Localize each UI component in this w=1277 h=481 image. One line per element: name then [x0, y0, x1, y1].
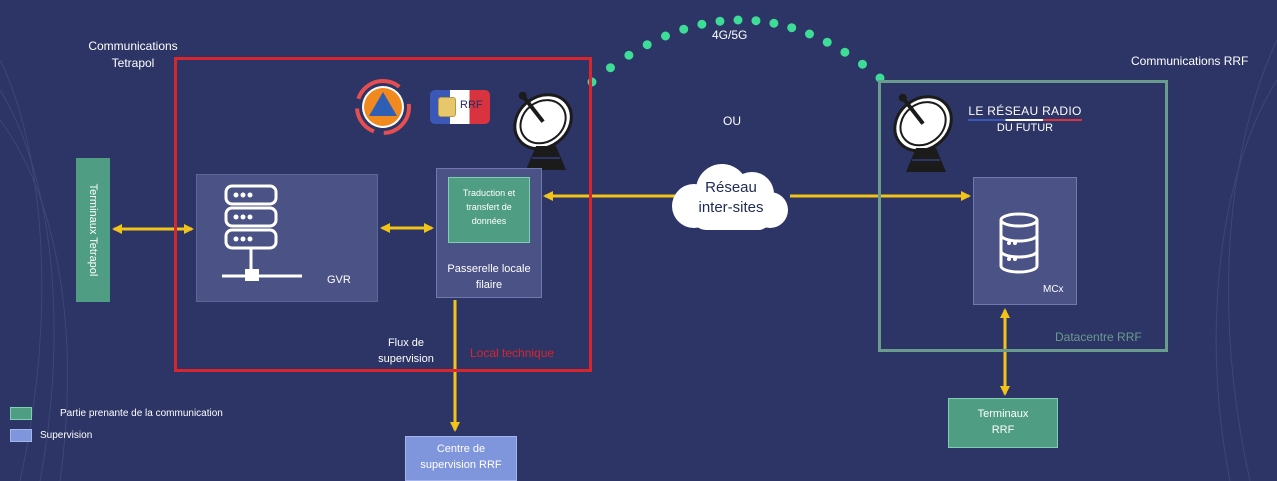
wireless-dot: [840, 47, 850, 57]
local-technique-frame: [174, 57, 592, 372]
terminaux-rrf-box: Terminaux RRF: [948, 398, 1058, 448]
gvr-label: GVR: [327, 274, 351, 286]
satellite-dish-icon: [513, 91, 573, 170]
local-technique-label: Local technique: [470, 346, 555, 360]
civil-protection-logo: [355, 79, 411, 135]
datacentre-frame: [878, 80, 1168, 352]
rrf-logo-stripe: [968, 119, 1082, 121]
legend-swatch-communication: [10, 406, 32, 420]
reseau-inter-sites-label: Réseau inter-sites: [698, 179, 764, 217]
legend: Partie prenante de la communication Supe…: [10, 404, 223, 444]
sim-card-icon: RRF: [430, 90, 490, 124]
server-stack-icon: [222, 184, 302, 281]
terminaux-tetrapol-box: Terminaux Tetrapol: [76, 158, 110, 302]
mcx-label: MCx: [1043, 284, 1064, 295]
legend-item: Supervision: [10, 426, 223, 444]
satellite-dish-icon: [893, 93, 953, 172]
link-4g5g-label: 4G/5G: [712, 28, 748, 42]
traduction-box: Traduction et transfert de données: [448, 177, 530, 243]
wireless-dot: [679, 24, 689, 34]
legend-label-communication: Partie prenante de la communication: [60, 407, 223, 419]
rrf-logo: LE RÉSEAU RADIO DU FUTUR: [966, 104, 1084, 134]
wireless-dot: [822, 37, 832, 47]
legend-label-supervision: Supervision: [40, 429, 93, 441]
wireless-dot: [805, 29, 814, 39]
centre-supervision-box: Centre de supervision RRF: [405, 436, 517, 481]
ou-label: OU: [723, 114, 741, 128]
wireless-dot: [733, 15, 743, 25]
wireless-dot: [769, 18, 779, 28]
wireless-dot: [697, 19, 707, 29]
wireless-dot: [605, 63, 615, 73]
cloud-icon: [672, 164, 788, 230]
wireless-dot: [787, 23, 797, 33]
rrf-logo-line1: LE RÉSEAU RADIO: [968, 104, 1082, 118]
communications-rrf-label: Communications RRF: [1131, 54, 1249, 68]
terminaux-tetrapol-label: Terminaux Tetrapol: [87, 183, 99, 277]
wireless-dot: [642, 40, 652, 50]
database-icon: [999, 212, 1039, 274]
wireless-dot: [624, 50, 634, 60]
flux-supervision-label: Flux de supervision: [378, 337, 434, 365]
legend-swatch-supervision: [10, 428, 32, 442]
legend-item: Partie prenante de la communication: [10, 404, 223, 422]
rrf-logo-line2: DU FUTUR: [996, 122, 1054, 134]
wireless-dot: [751, 16, 761, 26]
wireless-dot: [715, 16, 725, 26]
communications-tetrapol-label: Communications Tetrapol: [88, 39, 178, 71]
passerelle-label: Passerelle locale filaire: [447, 263, 531, 291]
datacentre-label: Datacentre RRF: [1055, 330, 1142, 344]
wireless-dot: [661, 31, 670, 41]
wireless-dot: [857, 59, 867, 69]
sim-card-label: RRF: [460, 99, 483, 111]
